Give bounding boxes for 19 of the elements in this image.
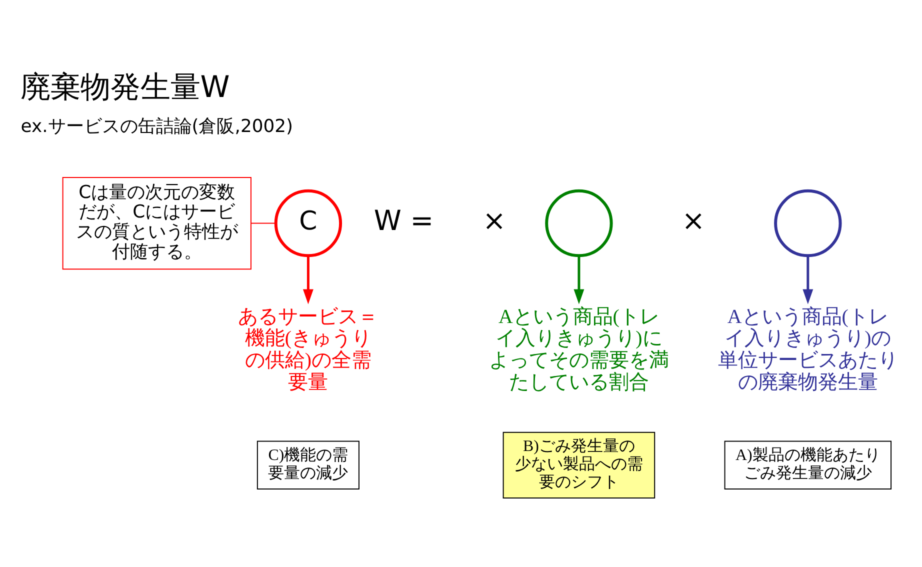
label: ex.サービスの缶詰論(倉阪,2002) xyxy=(20,116,294,138)
diagram-title: 廃棄物発生量W xyxy=(20,70,230,105)
node-circle xyxy=(545,189,613,258)
node-box: B)ごみ発生量の少ない製品への需要のシフト xyxy=(502,432,656,499)
node-circle xyxy=(774,189,842,258)
label: × xyxy=(682,204,706,238)
arrow xyxy=(302,256,314,304)
node-circle: C xyxy=(274,189,342,258)
node-box: C)機能の需要量の減少 xyxy=(256,440,360,490)
node-text: Aという商品(トレイ入りきゅうり)によってその需要を満たしている割合 xyxy=(488,306,669,394)
node-box: Cは量の次元の変数だが、Cにはサービスの質という特性が付随する。 xyxy=(62,176,252,270)
label: W = xyxy=(374,204,434,238)
connector xyxy=(250,222,276,224)
arrow xyxy=(802,256,814,304)
node-box: A)製品の機能あたりごみ発生量の減少 xyxy=(724,440,892,490)
arrow xyxy=(574,256,584,304)
node-text: あるサービス＝機能(きゅうりの供給)の全需要量 xyxy=(238,306,378,394)
node-text: Aという商品(トレイ入りきゅうり)の単位サービスあたりの廃棄物発生量 xyxy=(718,306,898,394)
label: × xyxy=(482,204,506,238)
